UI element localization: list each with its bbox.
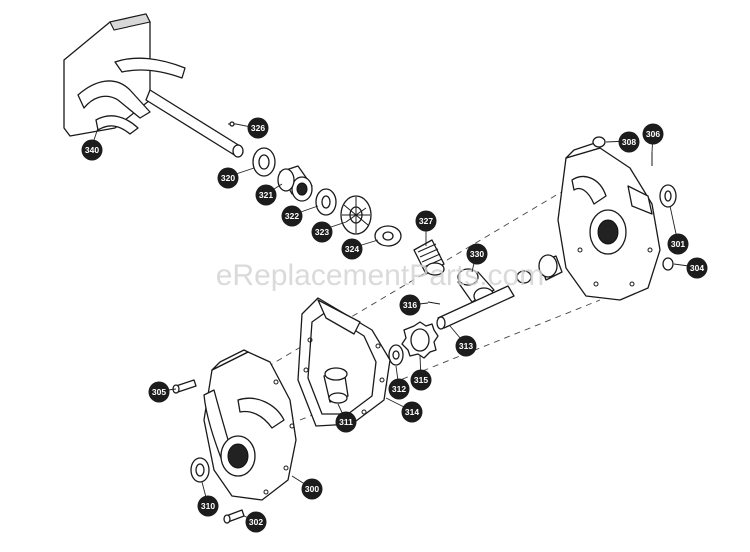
svg-text:315: 315 (414, 375, 428, 385)
svg-text:316: 316 (403, 300, 417, 310)
svg-text:324: 324 (345, 244, 359, 254)
callout-300: 300 (301, 478, 323, 500)
bushing-311 (323, 367, 349, 404)
callout-308: 308 (618, 131, 640, 153)
callout-301: 301 (667, 233, 689, 255)
callout-310: 310 (197, 495, 219, 517)
callout-314: 314 (401, 401, 423, 423)
callout-320: 320 (217, 167, 239, 189)
callout-322: 322 (281, 205, 303, 227)
svg-text:300: 300 (305, 484, 319, 494)
callout-312: 312 (388, 378, 410, 400)
svg-text:306: 306 (646, 129, 660, 139)
svg-text:314: 314 (405, 407, 419, 417)
washer-312 (388, 344, 404, 366)
screw-305 (172, 379, 197, 394)
callout-311: 311 (335, 411, 357, 433)
seal-301 (659, 184, 677, 208)
callout-313: 313 (455, 335, 477, 357)
svg-text:312: 312 (392, 384, 406, 394)
screw-302 (223, 509, 245, 524)
impeller-auger (63, 13, 244, 158)
washer-304 (662, 257, 674, 271)
shaft-313 (436, 254, 563, 330)
svg-text:311: 311 (339, 417, 353, 427)
svg-text:304: 304 (690, 263, 704, 273)
washer-320 (252, 147, 276, 177)
callout-330: 330 (466, 243, 488, 265)
svg-text:322: 322 (285, 211, 299, 221)
svg-text:323: 323 (315, 227, 329, 237)
gear-315 (401, 321, 439, 359)
svg-text:326: 326 (251, 123, 265, 133)
watermark-text: eReplacementParts.com (216, 259, 544, 292)
callout-326: 326 (247, 117, 269, 139)
svg-text:313: 313 (459, 341, 473, 351)
svg-text:330: 330 (470, 249, 484, 259)
svg-text:305: 305 (152, 387, 166, 397)
callout-316: 316 (399, 294, 421, 316)
assembly-axis-lines (219, 174, 601, 421)
callout-306: 306 (642, 123, 664, 145)
callout-304: 304 (686, 257, 708, 279)
thrust-bearing-323 (340, 195, 372, 235)
callout-302: 302 (245, 511, 267, 533)
callout-305: 305 (148, 381, 170, 403)
callout-340: 340 (81, 139, 103, 161)
svg-text:327: 327 (419, 216, 433, 226)
seal-310 (190, 457, 210, 483)
callout-324: 324 (341, 238, 363, 260)
svg-text:301: 301 (671, 239, 685, 249)
gasket-314 (297, 297, 391, 427)
svg-text:340: 340 (85, 145, 99, 155)
svg-text:321: 321 (259, 190, 273, 200)
bushing-321 (277, 165, 313, 202)
callout-315: 315 (410, 369, 432, 391)
washer-324 (374, 225, 402, 247)
pin-326 (228, 121, 236, 127)
callout-323: 323 (311, 221, 333, 243)
svg-text:320: 320 (221, 173, 235, 183)
gear-case-half-rear (557, 141, 661, 301)
washer-322 (315, 188, 337, 216)
svg-text:310: 310 (201, 501, 215, 511)
callout-321: 321 (255, 184, 277, 206)
callout-327: 327 (415, 210, 437, 232)
svg-text:302: 302 (249, 517, 263, 527)
gear-case-half-300 (203, 349, 297, 501)
svg-text:308: 308 (622, 137, 636, 147)
key-316 (427, 301, 441, 305)
plug-308 (592, 136, 606, 148)
